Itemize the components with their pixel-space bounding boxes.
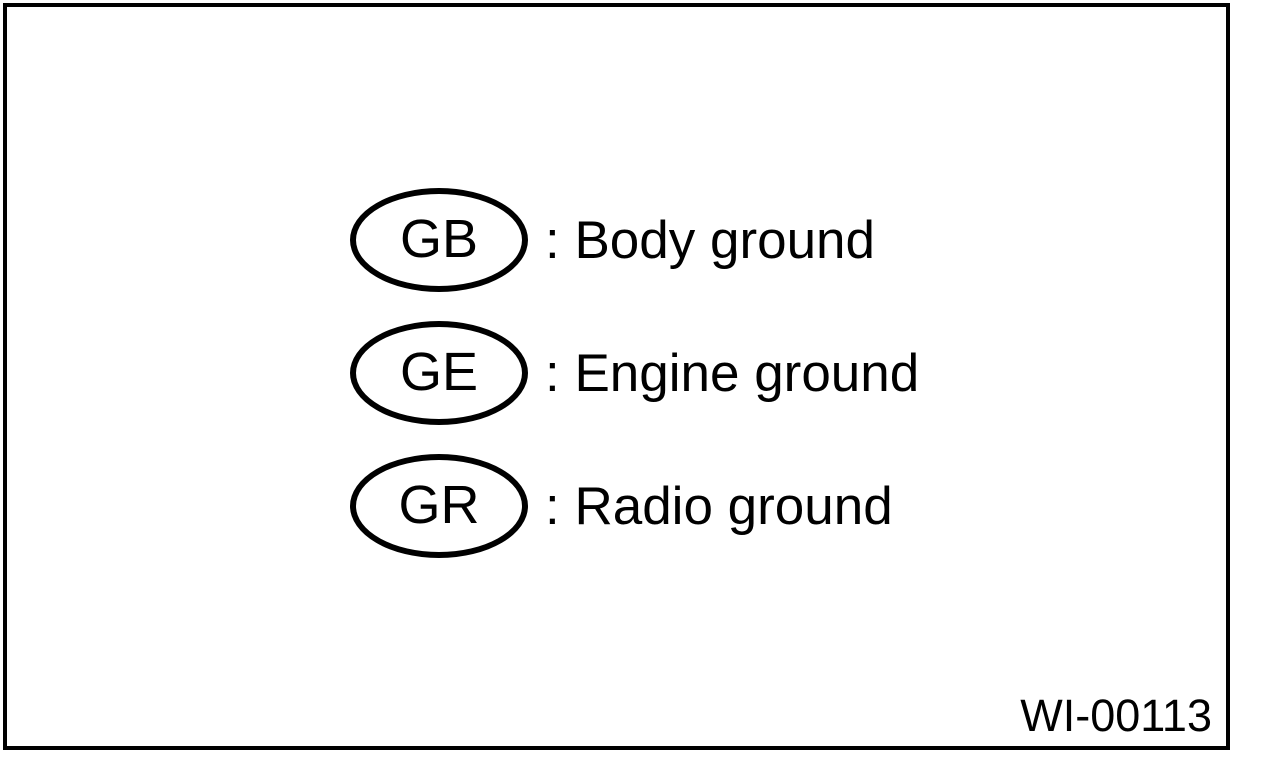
ground-symbol-code-gb: GB xyxy=(399,209,479,269)
legend-row-radio-ground: GR : Radio ground xyxy=(350,454,919,558)
ground-symbol-ellipse-gb-icon: GB xyxy=(350,188,528,292)
ground-symbol-code-gr: GR xyxy=(398,475,480,535)
figure-code: WI-00113 xyxy=(1020,690,1212,741)
ground-symbol-ellipse-ge-icon: GE xyxy=(350,321,528,425)
legend-label-radio-ground: : Radio ground xyxy=(545,476,893,536)
figure-border xyxy=(3,3,1230,750)
ground-symbol-legend: GB : Body ground GE : Engine ground GR :… xyxy=(350,188,919,558)
legend-label-engine-ground: : Engine ground xyxy=(545,343,920,403)
legend-row-body-ground: GB : Body ground xyxy=(350,188,919,292)
ground-symbol-ellipse-gr-icon: GR xyxy=(350,454,528,558)
ground-symbol-code-ge: GE xyxy=(399,342,479,402)
legend-label-body-ground: : Body ground xyxy=(545,210,876,270)
legend-row-engine-ground: GE : Engine ground xyxy=(350,321,919,425)
